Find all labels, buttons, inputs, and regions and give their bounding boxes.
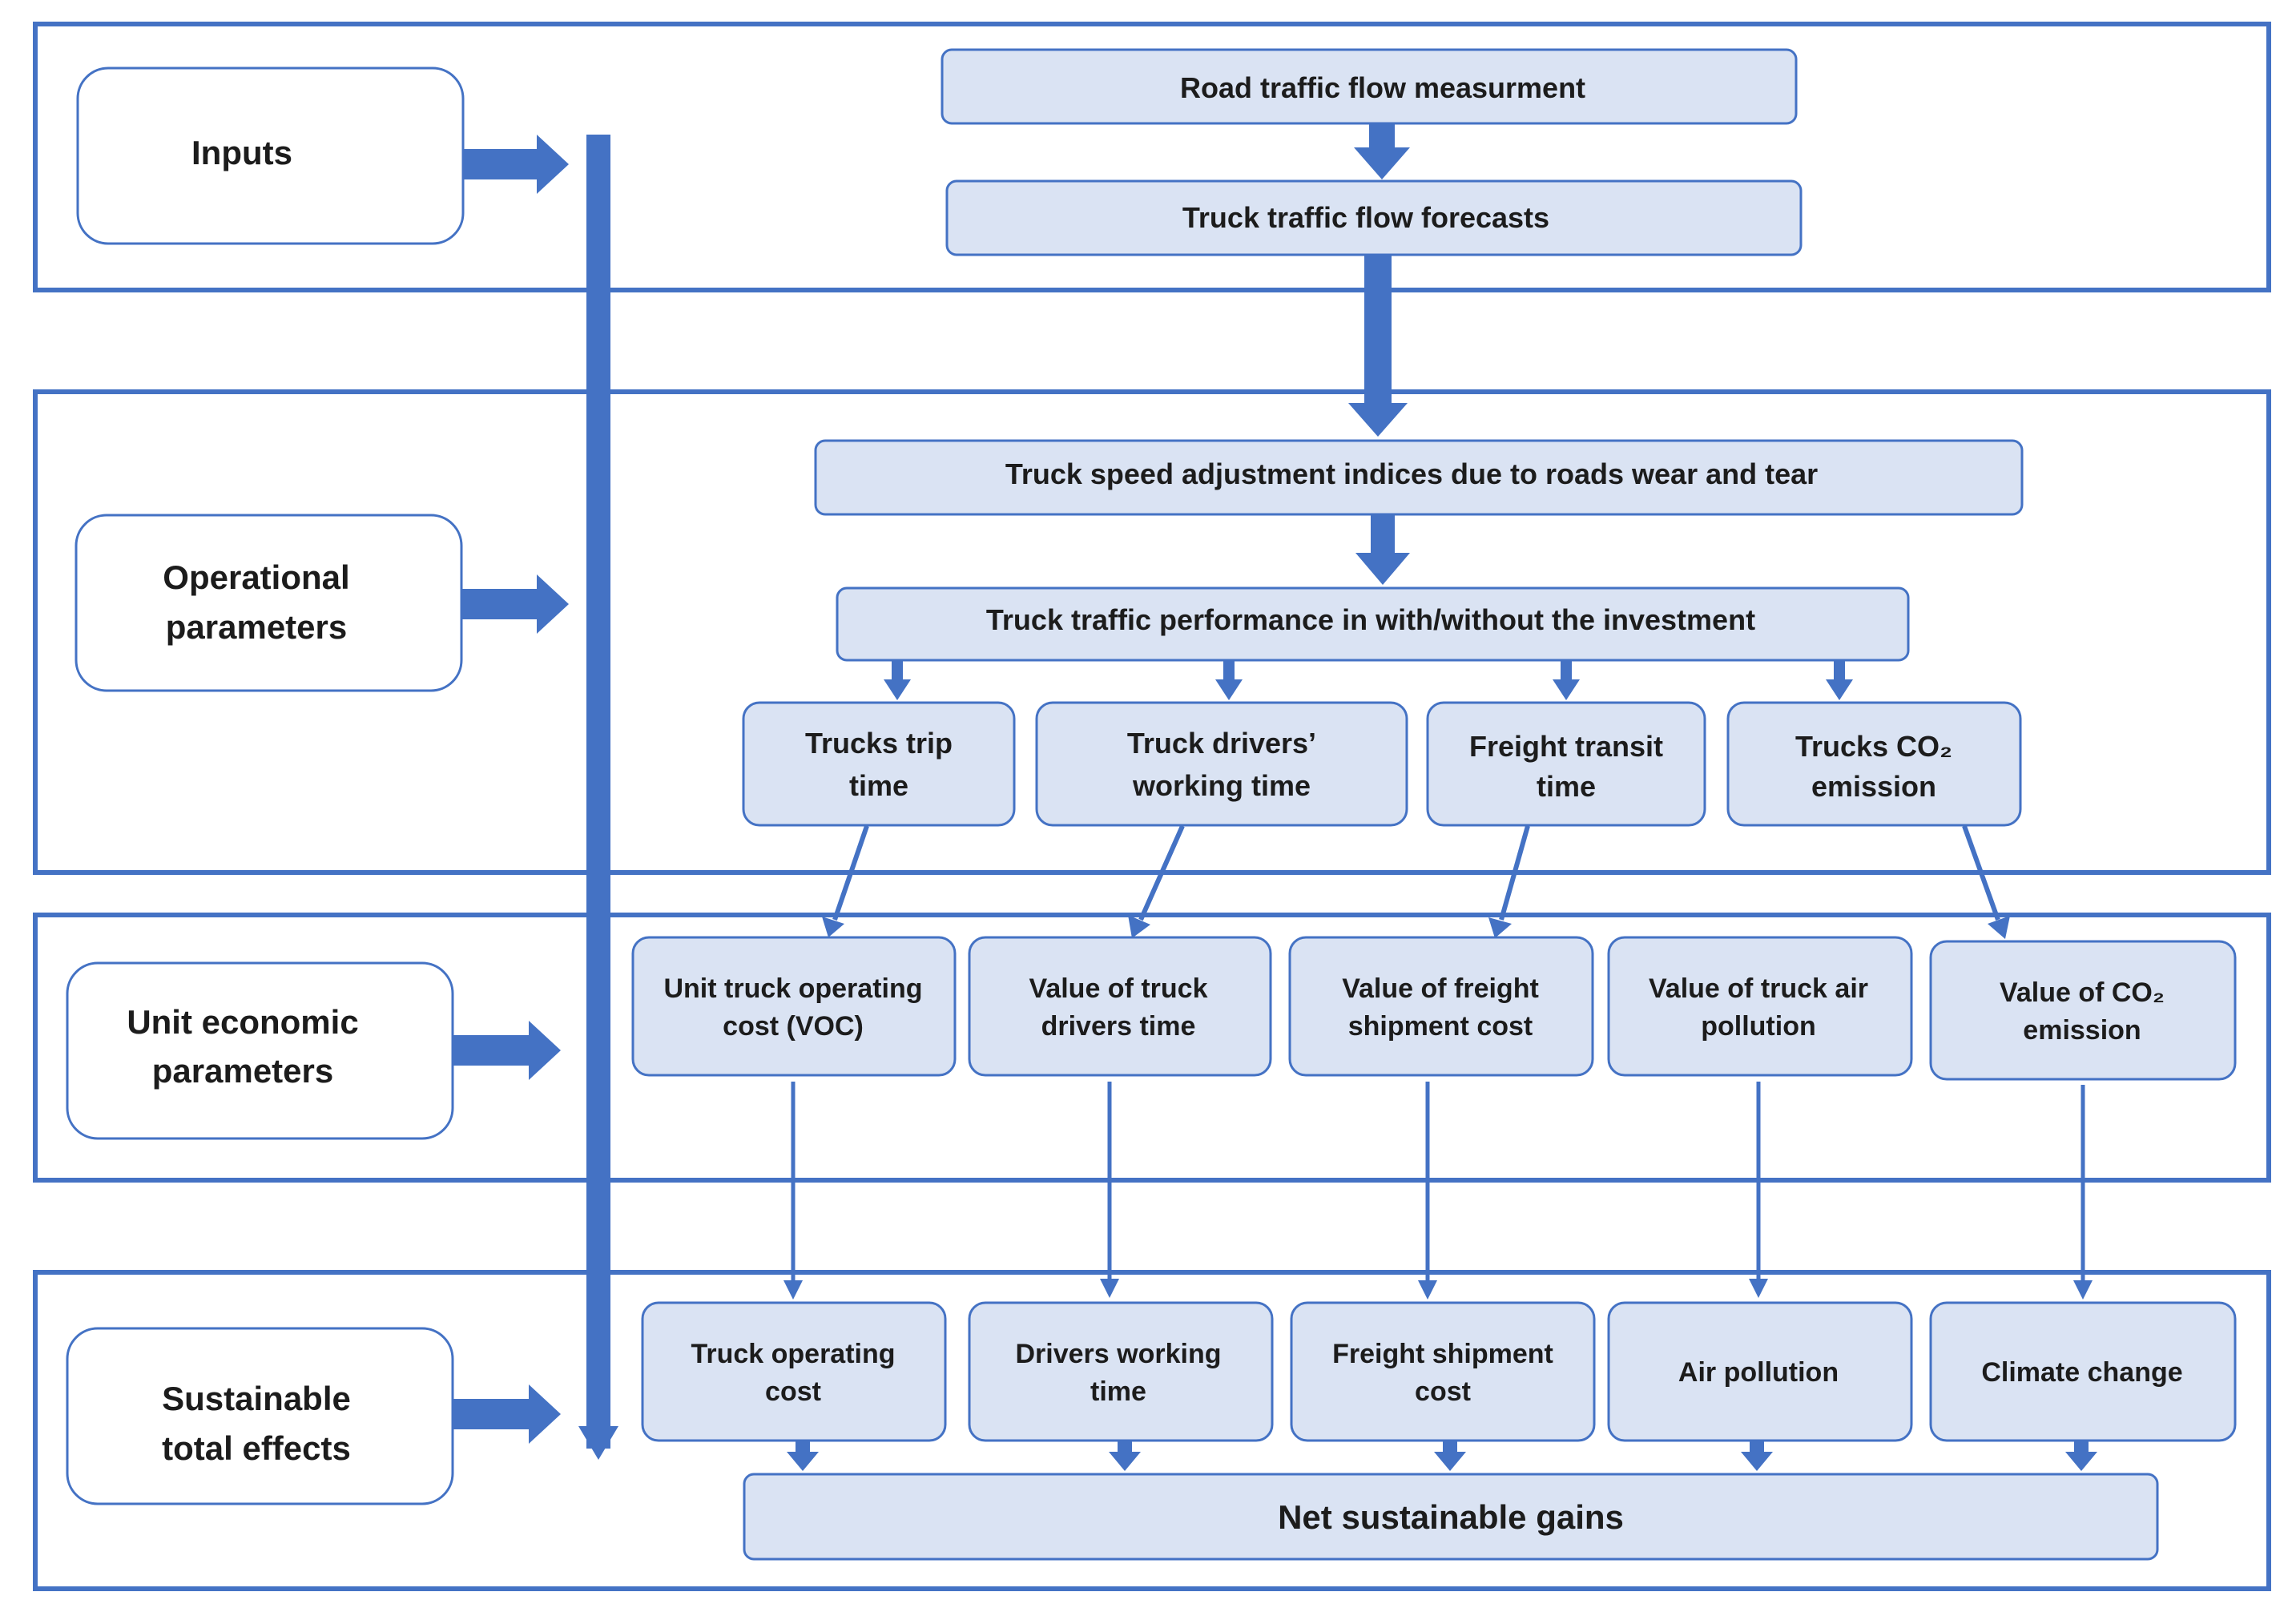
co2-value-line1: Value of CO₂ <box>2000 977 2165 1008</box>
inputs-label: Inputs <box>191 134 292 171</box>
inputs-label-box: Inputs <box>76 66 465 245</box>
freight-value-box: Value of freight shipment cost <box>1288 936 1594 1077</box>
diagonal-arrow-1 <box>822 825 869 937</box>
speed-adjustment-label: Truck speed adjustment indices due to ro… <box>1005 457 1818 490</box>
perf-down-arrow-4 <box>1826 660 1853 700</box>
drivers-time-line2: working time <box>1132 769 1311 802</box>
road-traffic-box: Road traffic flow measurment <box>941 48 1798 125</box>
road-traffic-label: Road traffic flow measurment <box>1180 71 1585 104</box>
perf-down-arrow-1 <box>884 660 911 700</box>
drivers-working-line2: time <box>1090 1376 1146 1407</box>
sustainable-right-arrow <box>453 1384 561 1444</box>
performance-label: Truck traffic performance in with/withou… <box>986 603 1755 636</box>
gain-arrow-3 <box>1434 1441 1466 1471</box>
climate-change-box: Climate change <box>1929 1301 2237 1442</box>
drivers-working-box: Drivers working time <box>968 1301 1274 1442</box>
operational-down-arrow <box>1355 514 1410 585</box>
transit-time-box: Freight transit time <box>1426 701 1706 827</box>
transit-time-line1: Freight transit <box>1469 730 1663 763</box>
perf-down-arrow-3 <box>1553 660 1580 700</box>
vertical-arrow-co2 <box>2073 1085 2093 1300</box>
air-value-line2: pollution <box>1701 1011 1816 1042</box>
gain-arrow-1 <box>787 1441 819 1471</box>
voc-line2: cost (VOC) <box>723 1011 864 1042</box>
unit-economic-label-box: Unit economic parameters <box>66 961 454 1140</box>
air-pollution-box: Air pollution <box>1607 1301 1913 1442</box>
inputs-down-arrow-1 <box>1354 123 1410 179</box>
freight-shipment-line2: cost <box>1415 1376 1471 1407</box>
diagonal-arrow-3 <box>1488 825 1530 938</box>
net-gains-box: Net sustainable gains <box>743 1473 2159 1561</box>
vertical-arrow-drivers <box>1100 1082 1119 1298</box>
unit-economic-right-arrow <box>453 1021 561 1080</box>
co2-emission-box: Trucks CO₂ emission <box>1726 701 2022 827</box>
unit-economic-label-line1: Unit economic <box>127 1003 358 1041</box>
operating-cost-line2: cost <box>765 1376 821 1407</box>
unit-economic-section-frame <box>33 913 2271 1183</box>
operating-cost-line1: Truck operating <box>691 1339 895 1369</box>
sustainable-section-frame <box>33 1270 2271 1591</box>
operational-section-frame <box>33 389 2271 875</box>
transit-time-line2: time <box>1537 770 1596 803</box>
net-gains-label: Net sustainable gains <box>1278 1498 1624 1536</box>
vertical-flow-arrow <box>578 135 618 1460</box>
sustainable-label-box: Sustainable total effects <box>66 1327 454 1505</box>
gain-arrow-5 <box>2065 1441 2097 1471</box>
freight-shipment-box: Freight shipment cost <box>1290 1301 1596 1442</box>
drivers-value-line1: Value of truck <box>1029 973 1208 1004</box>
diagonal-arrow-4 <box>1962 824 2010 939</box>
vertical-arrow-voc <box>783 1082 803 1300</box>
diagonal-arrow-2 <box>1128 824 1185 938</box>
freight-value-line2: shipment cost <box>1348 1011 1533 1042</box>
performance-box: Truck traffic performance in with/withou… <box>836 586 1910 662</box>
freight-value-line1: Value of freight <box>1342 973 1539 1004</box>
voc-line1: Unit truck operating <box>663 973 922 1004</box>
inputs-right-arrow <box>463 135 569 194</box>
gain-arrow-2 <box>1109 1441 1141 1471</box>
inputs-section-frame <box>33 22 2271 292</box>
drivers-time-line1: Truck drivers’ <box>1127 727 1316 760</box>
co2-value-line2: emission <box>2023 1015 2141 1046</box>
sustainable-label-line1: Sustainable <box>162 1380 351 1417</box>
air-pollution-label: Air pollution <box>1678 1357 1839 1388</box>
trip-time-box: Trucks trip time <box>742 701 1016 827</box>
trip-time-line2: time <box>849 769 908 802</box>
sustainable-label-line2: total effects <box>162 1429 351 1467</box>
drivers-value-line2: drivers time <box>1041 1011 1196 1042</box>
drivers-value-box: Value of truck drivers time <box>968 936 1272 1077</box>
operational-label-box: Operational parameters <box>75 514 463 692</box>
gain-arrow-4 <box>1741 1441 1773 1471</box>
drivers-time-box: Truck drivers’ working time <box>1035 701 1408 827</box>
operational-label-line1: Operational <box>163 558 349 596</box>
drivers-working-line1: Drivers working <box>1016 1339 1222 1369</box>
operational-label-line2: parameters <box>166 608 347 646</box>
operating-cost-box: Truck operating cost <box>641 1301 947 1442</box>
vertical-arrow-freight <box>1418 1082 1437 1300</box>
perf-down-arrow-2 <box>1215 660 1243 700</box>
forecasts-down-arrow <box>1348 255 1408 437</box>
co2-value-box: Value of CO₂ emission <box>1929 940 2237 1081</box>
truck-forecasts-box: Truck traffic flow forecasts <box>945 179 1803 256</box>
climate-change-label: Climate change <box>1981 1357 2182 1388</box>
vertical-arrow-air <box>1749 1082 1768 1298</box>
air-value-box: Value of truck air pollution <box>1607 936 1913 1077</box>
freight-shipment-line1: Freight shipment <box>1332 1339 1553 1369</box>
voc-box: Unit truck operating cost (VOC) <box>631 936 957 1077</box>
air-value-line1: Value of truck air <box>1649 973 1868 1004</box>
speed-adjustment-box: Truck speed adjustment indices due to ro… <box>814 439 2024 516</box>
co2-emission-line2: emission <box>1811 770 1936 803</box>
operational-right-arrow <box>461 574 569 634</box>
co2-emission-line1: Trucks CO₂ <box>1795 730 1952 763</box>
trip-time-line1: Trucks trip <box>805 727 953 760</box>
truck-forecasts-label: Truck traffic flow forecasts <box>1182 201 1549 234</box>
unit-economic-label-line2: parameters <box>152 1052 333 1090</box>
